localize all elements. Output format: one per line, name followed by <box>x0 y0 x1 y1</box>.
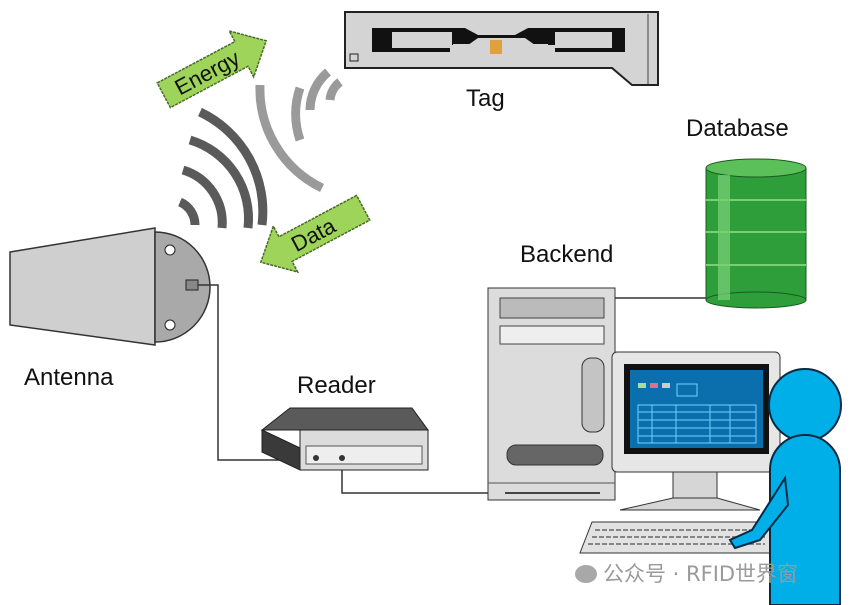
database <box>705 158 807 309</box>
tag-label: Tag <box>466 85 505 112</box>
reader <box>260 407 429 471</box>
backend-label: Backend <box>520 241 613 268</box>
monitor <box>611 351 781 511</box>
database-label: Database <box>686 115 789 142</box>
reader-label: Reader <box>297 372 376 399</box>
energy-label: Energy <box>171 45 244 100</box>
radio-waves-outgoing <box>177 107 268 229</box>
antenna-label: Antenna <box>24 364 114 391</box>
watermark-text: 公众号 · RFID世界窗 <box>603 562 799 586</box>
rfid-tag <box>344 11 659 86</box>
data-arrow: Data <box>259 194 371 274</box>
backend-tower <box>487 287 616 501</box>
watermark: 公众号 · RFID世界窗 <box>575 558 798 588</box>
radio-waves-incoming <box>255 68 343 193</box>
wechat-icon <box>575 565 597 583</box>
user-person-icon <box>728 368 842 605</box>
antenna <box>9 227 211 346</box>
